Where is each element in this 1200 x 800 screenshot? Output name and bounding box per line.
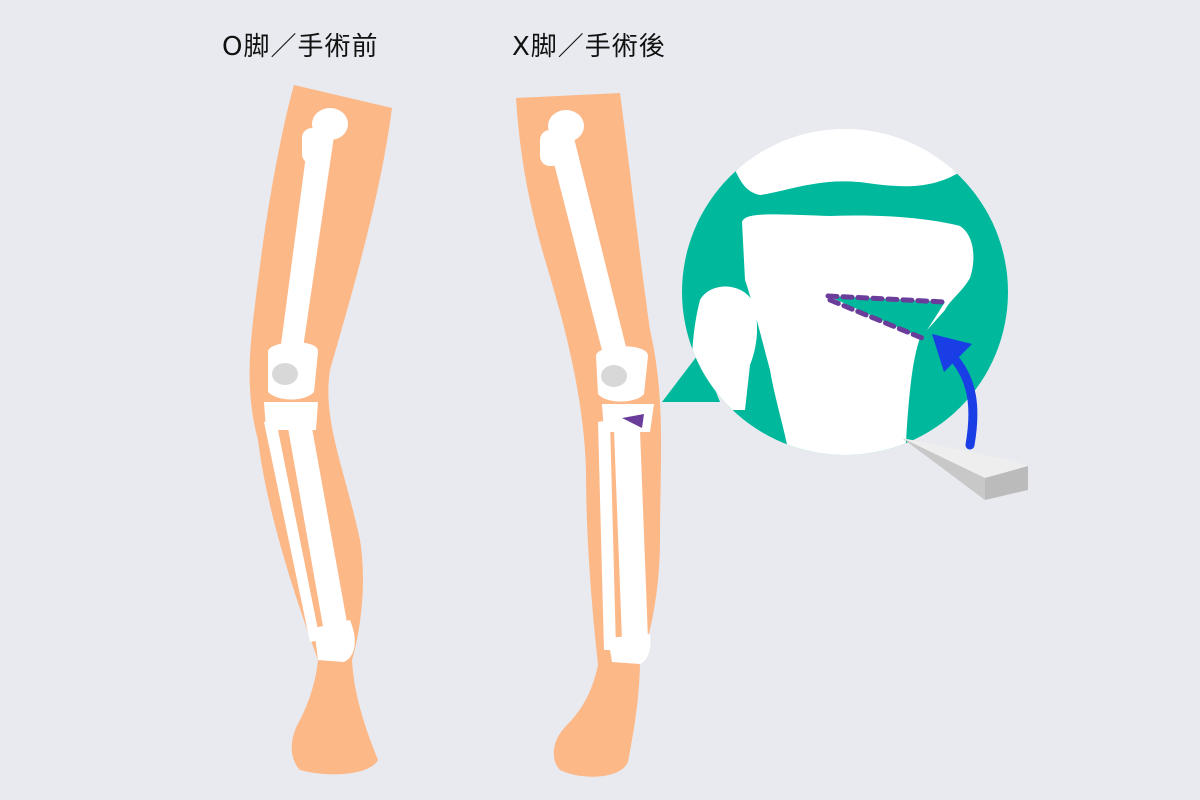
wedge-marker xyxy=(622,414,644,428)
curved-arrow-up-icon xyxy=(932,334,978,450)
leg-after xyxy=(516,93,662,777)
fibula xyxy=(264,420,320,642)
cut-line-lower xyxy=(827,297,925,341)
zoom-fibula xyxy=(691,286,758,410)
zoom-callout xyxy=(662,129,1008,455)
zoom-femur xyxy=(682,129,1008,195)
wedge-implant-icon xyxy=(902,438,1028,500)
patella xyxy=(601,365,627,387)
leg-before-skin xyxy=(249,85,392,775)
tibia-shaft xyxy=(288,428,348,632)
ankle xyxy=(314,620,355,662)
femur-shaft xyxy=(548,138,628,358)
leg-before xyxy=(249,85,392,775)
zoom-tibia xyxy=(742,214,974,455)
callout-pointer xyxy=(662,352,720,402)
tibia-shaft xyxy=(614,430,648,640)
label-before-surgery: O脚／手術前 xyxy=(222,32,379,62)
fibula xyxy=(598,420,616,650)
leg-before-bones xyxy=(264,108,355,662)
femur-shaft xyxy=(280,136,334,355)
cut-line-upper xyxy=(825,293,948,305)
ankle xyxy=(608,634,651,664)
leg-after-bones xyxy=(540,110,654,664)
osteotomy-opening xyxy=(828,296,945,338)
tibia-plateau xyxy=(264,402,318,430)
label-after-surgery: X脚／手術後 xyxy=(512,32,666,62)
patella xyxy=(272,363,298,385)
